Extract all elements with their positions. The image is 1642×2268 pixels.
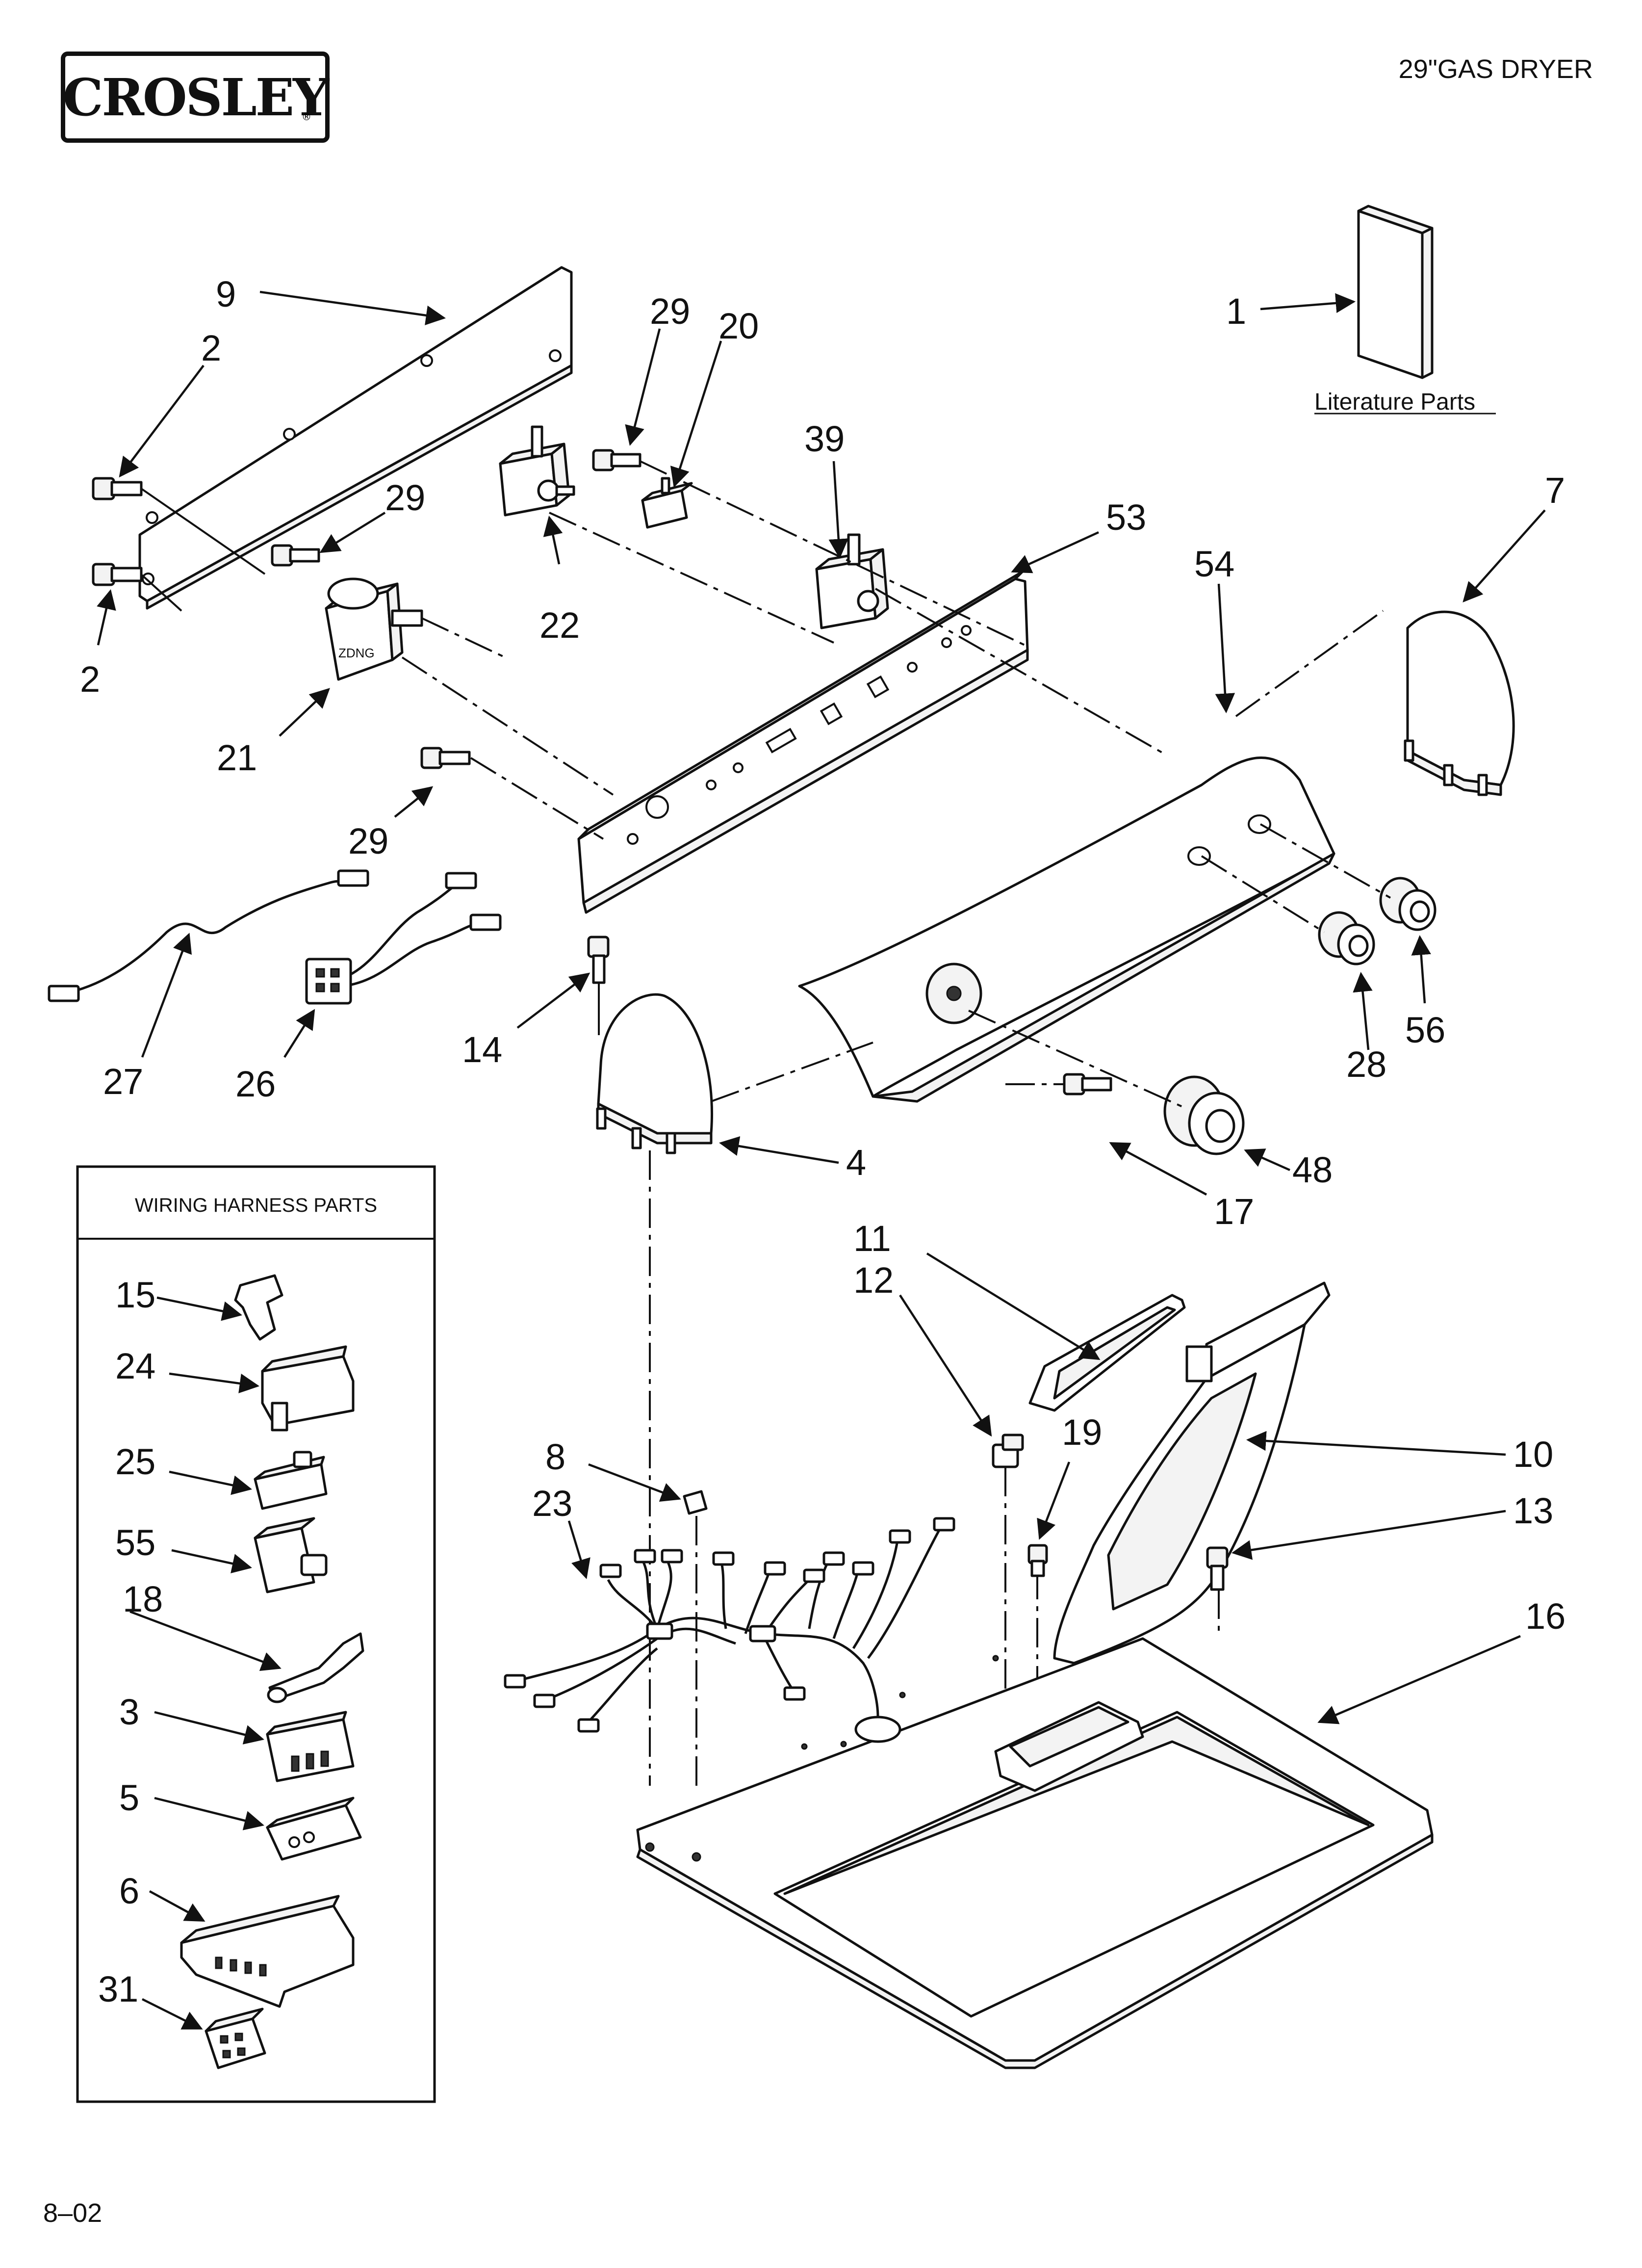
screw-17 (1063, 1073, 1112, 1095)
control-panel-rear-plate (138, 266, 573, 610)
assembly-lines (401, 460, 1391, 1791)
connector-55 (254, 1517, 328, 1593)
clip-12 (992, 1434, 1024, 1468)
connector-25 (254, 1451, 328, 1510)
switch-39 (815, 533, 889, 629)
callout-10: 10 (1513, 1434, 1553, 1475)
registered-mark: ® (302, 111, 311, 123)
callout-17: 17 (1214, 1191, 1254, 1232)
callout-29a: 29 (650, 291, 690, 332)
callout-12: 12 (853, 1260, 894, 1301)
svg-text:ZDNG: ZDNG (338, 646, 375, 660)
wire-harness-26 (305, 872, 502, 1005)
connector-24 (261, 1345, 355, 1432)
callout-23: 23 (532, 1483, 572, 1524)
callout-21: 21 (217, 737, 257, 778)
screw-29c (420, 747, 471, 769)
callout-29c: 29 (348, 821, 388, 861)
callout-4: 4 (846, 1142, 866, 1183)
callout-16: 16 (1525, 1596, 1565, 1637)
knob-48 (1163, 1075, 1245, 1155)
main-wire-harness (504, 1517, 955, 1733)
connector-3 (266, 1711, 355, 1782)
callout-20: 20 (718, 306, 759, 346)
callout-53: 53 (1106, 497, 1146, 538)
callout-39: 39 (804, 418, 845, 459)
callout-54: 54 (1194, 544, 1234, 584)
connector-31 (205, 2007, 266, 2069)
callout-6: 6 (119, 1871, 139, 1911)
callout-19: 19 (1062, 1412, 1102, 1453)
callout-18: 18 (123, 1579, 163, 1619)
callout-24: 24 (115, 1346, 155, 1386)
callout-labels: 1 2 2 3 4 5 6 7 8 9 10 11 12 13 14 15 16… (80, 274, 1565, 2009)
callout-11: 11 (853, 1218, 891, 1259)
callout-13: 13 (1513, 1490, 1553, 1531)
callout-55: 55 (115, 1522, 155, 1563)
literature-caption: Literature Parts (1314, 389, 1475, 415)
wire-harness-27 (48, 869, 369, 1002)
callout-31: 31 (98, 1969, 138, 2009)
literature-booklet (1357, 205, 1434, 379)
screw-29b (592, 449, 641, 471)
callout-28: 28 (1346, 1044, 1386, 1085)
model-title: 29"GAS DRYER (1398, 54, 1593, 84)
lint-screen (1028, 1294, 1186, 1412)
screw-29a (271, 544, 320, 567)
switch-22 (499, 425, 575, 517)
callout-27: 27 (103, 1061, 143, 1102)
callout-7: 7 (1545, 470, 1565, 511)
callout-1: 1 (1226, 291, 1246, 332)
wiring-box-title: WIRING HARNESS PARTS (135, 1195, 377, 1216)
crosley-logo: CROSLEY ® (61, 52, 330, 143)
clip-8 (683, 1490, 708, 1515)
callout-56: 56 (1405, 1010, 1445, 1050)
lint-housing (1053, 1281, 1331, 1665)
logo-text: CROSLEY (62, 67, 330, 128)
screw-2b (92, 563, 143, 586)
connector-6 (180, 1895, 355, 2008)
callout-25: 25 (115, 1441, 155, 1482)
callout-48: 48 (1292, 1149, 1333, 1190)
callout-5: 5 (119, 1777, 139, 1818)
callout-14: 14 (462, 1029, 502, 1070)
end-cap-left (596, 993, 714, 1154)
callout-8: 8 (545, 1436, 565, 1477)
console-housing (798, 756, 1335, 1103)
callout-26: 26 (235, 1064, 276, 1104)
end-cap-right (1404, 610, 1515, 796)
dryer-top-base (636, 1637, 1434, 2069)
callout-2b: 2 (80, 659, 100, 700)
knob-28 (1318, 911, 1375, 965)
connector-5 (266, 1797, 362, 1861)
terminal-18 (267, 1632, 364, 1703)
callout-29b: 29 (385, 477, 425, 518)
callout-22: 22 (539, 605, 580, 646)
screw-13 (1206, 1546, 1229, 1591)
callout-15: 15 (115, 1275, 155, 1315)
callout-2a: 2 (201, 328, 221, 368)
callout-3: 3 (119, 1692, 139, 1732)
page-code: 8–02 (43, 2198, 103, 2228)
screw-2a (92, 477, 143, 500)
knob-56 (1379, 877, 1437, 931)
timer: ZDNG (325, 577, 423, 681)
console-bracket (577, 570, 1029, 914)
switch-20 (641, 477, 693, 529)
screw-19 (1027, 1544, 1048, 1577)
callout-9: 9 (216, 274, 236, 314)
screw-14 (587, 936, 610, 1035)
